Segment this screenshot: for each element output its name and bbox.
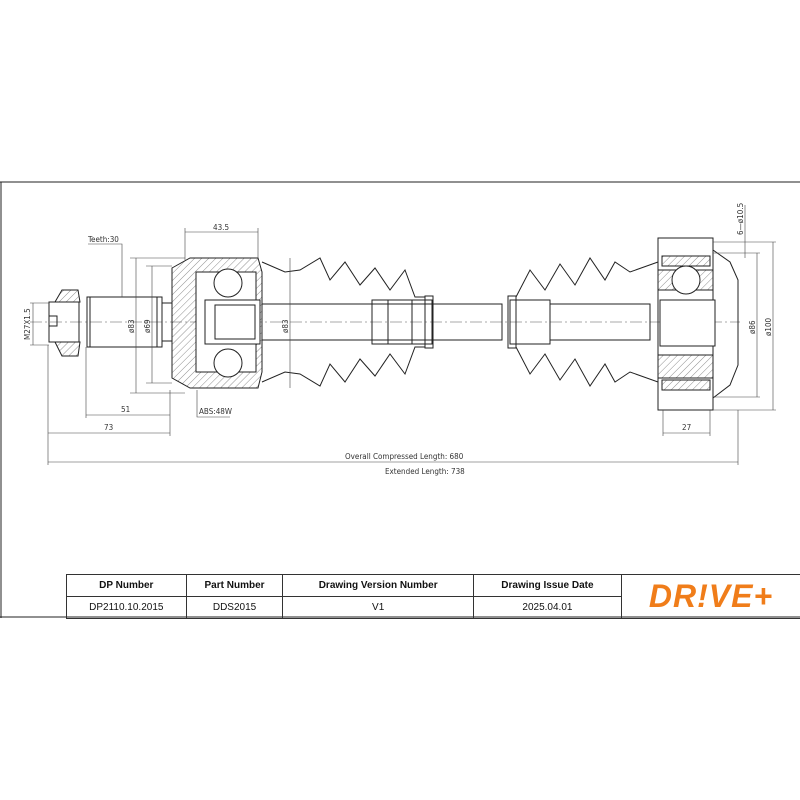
teeth-label: Teeth:30: [87, 235, 119, 244]
header-part-number: Part Number: [185, 574, 284, 597]
value-issue-date: 2025.04.01: [472, 596, 623, 619]
overall-length: Overall Compressed Length: 680: [345, 452, 464, 461]
dim-51: 51: [121, 405, 130, 414]
dim-43-5: 43.5: [213, 223, 229, 232]
title-block: DP Number Part Number Drawing Version Nu…: [66, 574, 623, 619]
dimension-labels: Teeth:30 43.5 M27X1.5 ø83 ø69 ø83 51 73 …: [23, 203, 773, 476]
value-version: V1: [282, 596, 474, 619]
header-issue-date: Drawing Issue Date: [472, 574, 623, 597]
bolt-holes-label: 6—ø10.5: [736, 203, 745, 235]
shaft-assembly: [48, 237, 739, 411]
drive-plus-logo: DR!VE+: [622, 574, 800, 619]
dim-73: 73: [104, 423, 113, 432]
logo-text: DR!VE+: [648, 578, 774, 614]
dia-69: ø69: [143, 319, 152, 333]
sheet-border: [0, 181, 800, 618]
abs-label: ABS:48W: [199, 407, 232, 416]
dia-83-left: ø83: [127, 319, 136, 333]
dia-100: ø100: [764, 317, 773, 336]
header-dp-number: DP Number: [66, 574, 187, 597]
dia-86: ø86: [748, 320, 757, 334]
extended-length: Extended Length: 738: [385, 467, 465, 476]
dim-27: 27: [682, 423, 691, 432]
value-dp-number: DP2110.10.2015: [66, 596, 187, 619]
value-part-number: DDS2015: [185, 596, 284, 619]
dimension-lines: [30, 205, 776, 465]
thread-label: M27X1.5: [23, 308, 32, 340]
dia-83-boot: ø83: [281, 319, 290, 333]
header-version: Drawing Version Number: [282, 574, 474, 597]
